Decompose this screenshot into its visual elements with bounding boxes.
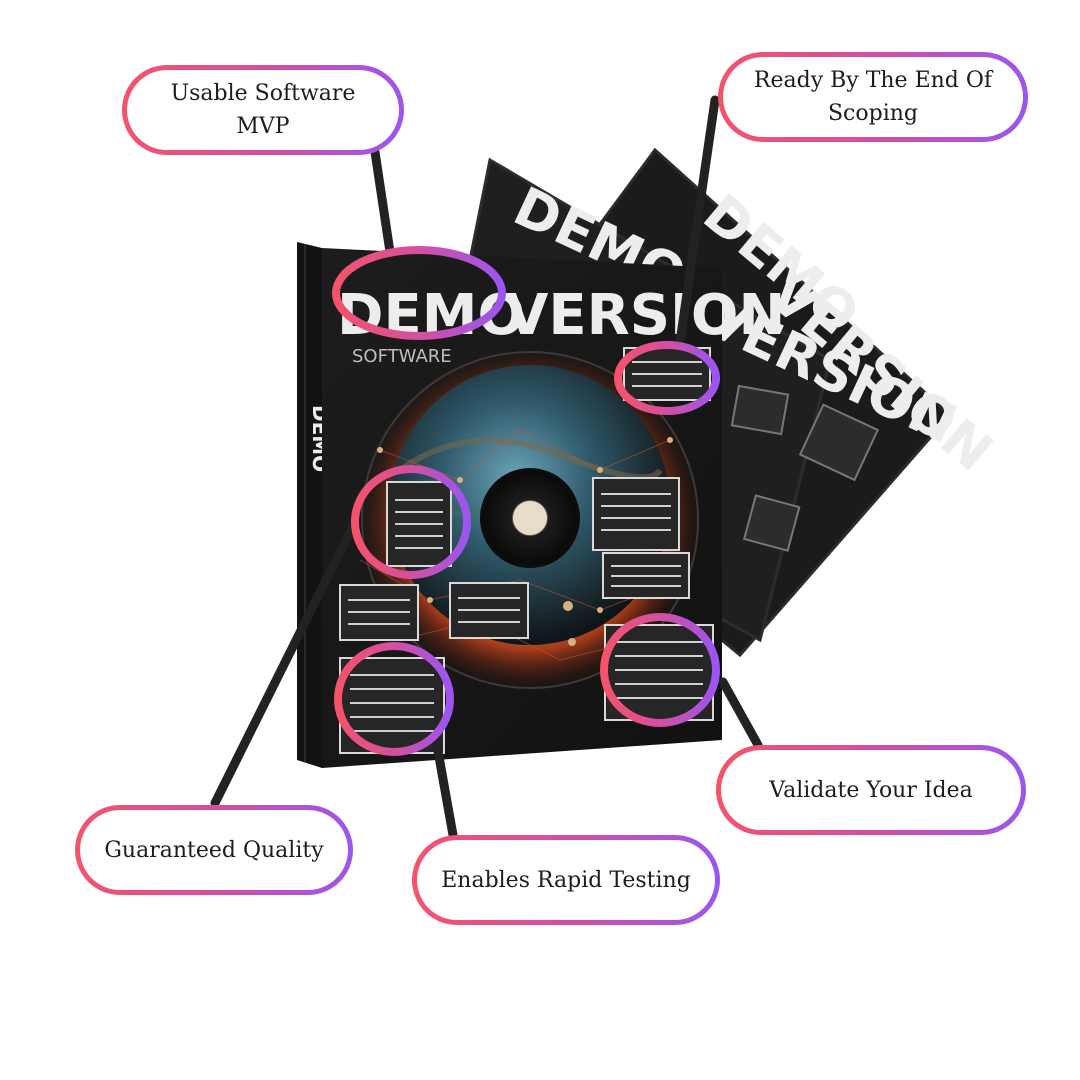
- ring-left-panel: [351, 465, 471, 579]
- connector-rapid-testing: [431, 735, 458, 840]
- callout-rapid-testing-text: Enables Rapid Testing: [417, 840, 715, 920]
- ring-bottom-right-panel: [600, 613, 720, 727]
- connector-validate-idea: [718, 677, 763, 750]
- connector-guaranteed-quality: [210, 517, 360, 808]
- ring-bottom-left-panel: [334, 642, 454, 756]
- ring-top-panel: [614, 341, 720, 415]
- doc-panel-8: [604, 624, 714, 721]
- connector-usable-mvp: [370, 147, 395, 257]
- callout-guaranteed-quality: Guaranteed Quality: [75, 805, 353, 895]
- doc-panel-1: [386, 481, 452, 567]
- connector-ready-by-end: [675, 95, 720, 347]
- doc-panel-5: [449, 582, 529, 639]
- callout-validate-idea: Validate Your Idea: [716, 745, 1026, 835]
- callout-usable-mvp: Usable Software MVP: [122, 65, 404, 155]
- callout-usable-mvp-text: Usable Software MVP: [127, 70, 399, 150]
- callout-ready-by-end-text: Ready By The End Of Scoping: [723, 57, 1023, 137]
- cover-title-version: VERSION: [505, 283, 785, 348]
- highlight-rings: [332, 246, 720, 756]
- doc-panel-2: [592, 477, 680, 551]
- callout-ready-by-end: Ready By The End Of Scoping: [718, 52, 1028, 142]
- doc-panel-3: [602, 552, 690, 599]
- connector-lines: [210, 95, 763, 840]
- callout-rapid-testing: Enables Rapid Testing: [412, 835, 720, 925]
- doc-panel-6: [623, 347, 711, 401]
- ring-demo-title: [332, 246, 506, 340]
- callout-validate-idea-text: Validate Your Idea: [721, 750, 1021, 830]
- cover-subtitle: SOFTWARE: [352, 346, 452, 367]
- doc-panel-4: [339, 584, 419, 641]
- callout-guaranteed-quality-text: Guaranteed Quality: [80, 810, 348, 890]
